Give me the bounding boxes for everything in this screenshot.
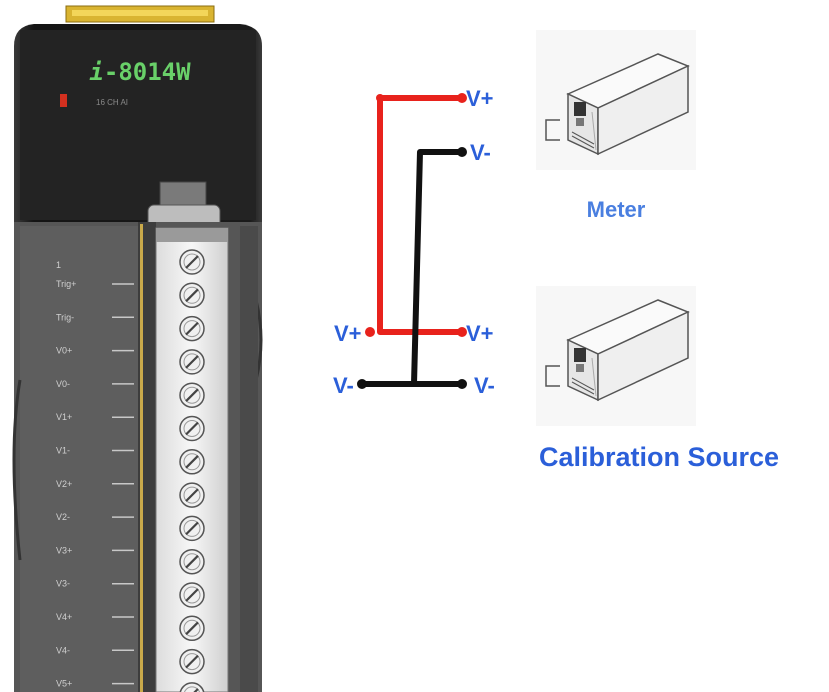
terminal-screw-ring bbox=[183, 453, 201, 471]
pin-label: V3+ bbox=[56, 545, 72, 555]
meter-pos-dot bbox=[457, 93, 467, 103]
terminal-strip-edge bbox=[140, 224, 143, 692]
pin-number: 1 bbox=[56, 260, 61, 270]
terminal-screw-ring bbox=[183, 619, 201, 637]
pin-labels: Trig+ Trig- V0+ V0- V1+ V1- V2+ V2- V3+ V3- V4+ V4-… bbox=[56, 279, 134, 689]
terminal-screw-slot bbox=[185, 488, 199, 502]
right-rail bbox=[240, 226, 258, 692]
pin-label: Trig+ bbox=[56, 279, 76, 289]
terminal-screw-ring bbox=[183, 353, 201, 371]
pin-label: Trig- bbox=[56, 312, 74, 322]
terminal-screw-ring bbox=[183, 286, 201, 304]
module-neg-dot bbox=[357, 379, 367, 389]
channels-label: 16 CH AI bbox=[96, 98, 128, 107]
pin-label: V0- bbox=[56, 379, 70, 389]
terminal-screw-slot bbox=[185, 554, 199, 569]
wire-negative-riser bbox=[411, 149, 462, 385]
terminal-screw-ring bbox=[183, 253, 201, 271]
terminal-screw-slot bbox=[185, 455, 199, 469]
pin-label: V2+ bbox=[56, 479, 72, 489]
wire-positive-corner bbox=[376, 94, 384, 102]
terminal-screw-ring bbox=[183, 519, 201, 537]
meter-pos-label: V+ bbox=[466, 86, 494, 111]
pin-label: V1- bbox=[56, 446, 70, 456]
module-pos-dot bbox=[365, 327, 375, 337]
terminal-screw-slot bbox=[185, 255, 199, 269]
terminal-screw-slot bbox=[185, 288, 199, 303]
terminal-screw-ring bbox=[183, 386, 201, 404]
wires bbox=[357, 93, 467, 389]
terminal-screw-ring bbox=[183, 586, 201, 604]
io-module: i-8014W 16 CH AI 1 Trig+ Trig- V0+ V0- V1+ V1… bbox=[12, 5, 263, 692]
pin-label: V5+ bbox=[56, 679, 72, 689]
pin-label: V0+ bbox=[56, 346, 72, 356]
terminal-screw-ring bbox=[183, 320, 201, 338]
gold-connector-highlight bbox=[72, 10, 208, 16]
calibration-source-label: Calibration Source bbox=[539, 442, 779, 472]
pin-label: V1+ bbox=[56, 412, 72, 422]
module-neg-label: V- bbox=[333, 373, 354, 398]
module-pos-label: V+ bbox=[334, 321, 362, 346]
terminal-screw-ring bbox=[183, 553, 201, 571]
terminal-screw-slot bbox=[185, 654, 199, 669]
meter-label: Meter bbox=[587, 197, 646, 222]
meter-device: Meter bbox=[536, 30, 696, 222]
wire-labels: V+ V- V+ V+ V- V- bbox=[333, 86, 495, 398]
terminal-screw-slot bbox=[193, 688, 199, 692]
status-led bbox=[60, 94, 67, 107]
terminal-screws bbox=[179, 249, 205, 692]
terminal-screw-ring bbox=[183, 653, 201, 671]
model-name: i-8014W bbox=[89, 58, 191, 86]
wire-positive bbox=[377, 95, 462, 335]
left-groove bbox=[12, 379, 22, 561]
terminal-screw-slot bbox=[185, 588, 199, 602]
calibration-source-device: Calibration Source bbox=[536, 286, 779, 472]
pin-label: V3- bbox=[56, 579, 70, 589]
source-pos-label: V+ bbox=[466, 321, 494, 346]
terminal-screw-ring bbox=[183, 420, 201, 437]
source-pos-dot bbox=[457, 327, 467, 337]
source-neg-label: V- bbox=[474, 373, 495, 398]
pin-label: V4+ bbox=[56, 612, 72, 622]
terminal-screw-slot bbox=[185, 521, 199, 536]
terminal-screw-slot bbox=[185, 388, 199, 402]
terminal-block-top bbox=[156, 228, 228, 242]
terminal-screw-slot bbox=[185, 621, 199, 636]
terminal-screw-slot bbox=[185, 321, 199, 336]
meter-neg-label: V- bbox=[470, 140, 491, 165]
terminal-screw-ring bbox=[184, 686, 200, 692]
meter-neg-dot bbox=[457, 147, 467, 157]
pin-label: V4- bbox=[56, 645, 70, 655]
label-column bbox=[20, 226, 138, 692]
terminal-latch bbox=[159, 181, 207, 207]
terminal-screw-slot bbox=[185, 355, 199, 369]
terminal-screw-slot bbox=[185, 421, 199, 436]
module-header-panel bbox=[20, 30, 256, 220]
pin-label: V2- bbox=[56, 512, 70, 522]
terminal-screw-ring bbox=[183, 486, 201, 504]
source-neg-dot bbox=[457, 379, 467, 389]
